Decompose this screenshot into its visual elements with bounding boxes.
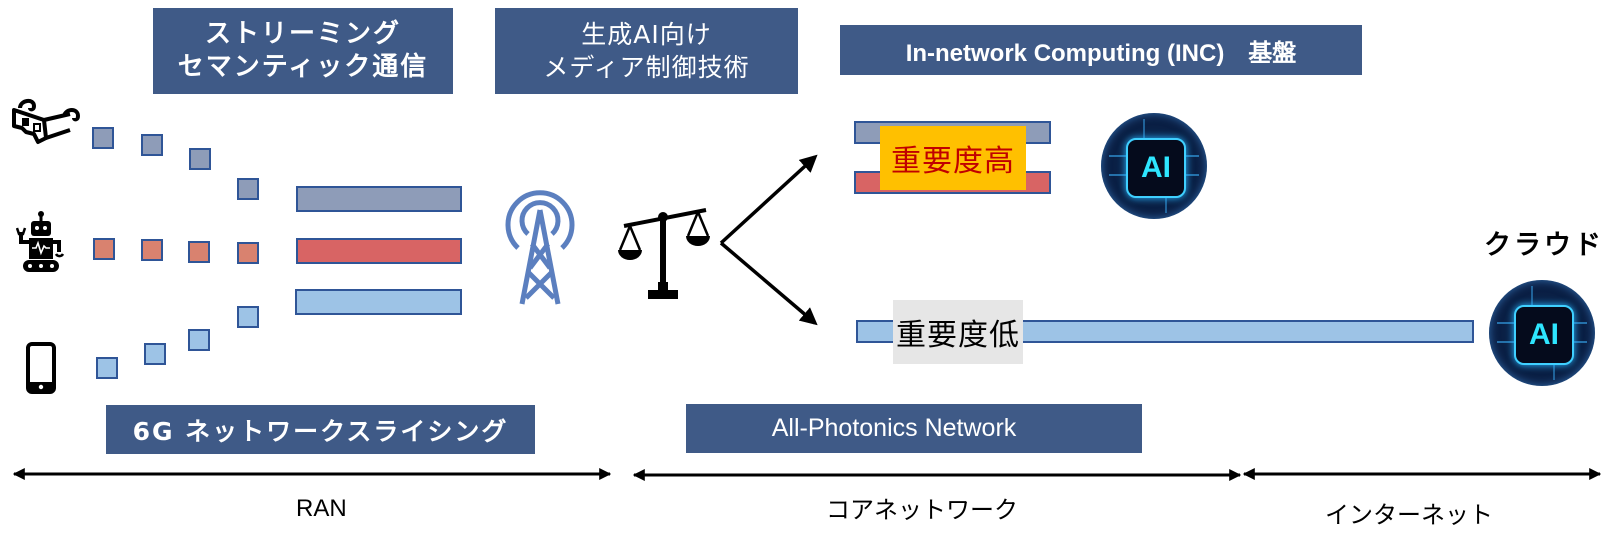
header-text: All-Photonics Network xyxy=(771,414,1017,442)
packet-blue xyxy=(237,306,259,328)
packet-red xyxy=(141,239,163,261)
cloud-ai-chip-icon: AI xyxy=(1489,280,1595,386)
packet-blue xyxy=(96,357,118,379)
high-priority-text: 重要度高 xyxy=(891,144,1015,179)
branch-arrows xyxy=(719,154,818,326)
header-generative-ai-media-control: 生成AI向け メディア制御技術 xyxy=(495,8,798,94)
cloud-label: クラウド xyxy=(1484,230,1604,261)
packet-gray xyxy=(237,178,259,200)
segment-label-ran: RAN xyxy=(296,495,347,522)
ai-chip-text: AI xyxy=(1140,150,1171,184)
ai-chip-text: AI xyxy=(1528,317,1559,351)
packet-red xyxy=(188,241,210,263)
packet-red xyxy=(237,242,259,264)
header-all-photonics-network: All-Photonics Network xyxy=(686,404,1142,453)
smartphone-icon xyxy=(26,342,56,394)
low-priority-label: 重要度低 xyxy=(893,300,1023,364)
high-priority-label: 重要度高 xyxy=(880,126,1026,190)
segment-label-core: コアネットワーク xyxy=(826,496,1018,524)
segment-label-internet: インターネット xyxy=(1325,501,1493,529)
header-text: In-network Computing (INC) 基盤 xyxy=(905,39,1297,67)
inc-ai-chip-icon: AI xyxy=(1101,113,1207,219)
slice-bar-blue xyxy=(295,289,462,315)
header-line-2: メディア制御技術 xyxy=(543,53,750,82)
header-text: 6G ネットワークスライシング xyxy=(132,416,509,446)
header-6g-network-slicing: 6G ネットワークスライシング xyxy=(106,405,535,454)
packet-gray xyxy=(189,148,211,170)
arrow-to-low-priority xyxy=(719,241,818,326)
header-line-2: セマンティック通信 xyxy=(177,52,429,82)
header-inc-platform: In-network Computing (INC) 基盤 xyxy=(840,25,1362,75)
cell-tower-icon xyxy=(505,190,575,305)
3d-glasses-icon xyxy=(12,99,80,144)
slice-bar-red xyxy=(296,238,462,264)
packet-gray xyxy=(141,134,163,156)
packet-red xyxy=(93,238,115,260)
header-line-1: 生成AI向け xyxy=(581,20,712,49)
packet-blue xyxy=(144,343,166,365)
low-priority-text: 重要度低 xyxy=(896,318,1020,353)
header-streaming-semantic-communication: ストリーミング セマンティック通信 xyxy=(153,8,453,94)
slice-bar-gray xyxy=(296,186,462,212)
packet-gray xyxy=(92,127,114,149)
packet-blue xyxy=(188,329,210,351)
balance-scale-icon xyxy=(618,208,710,299)
header-line-1: ストリーミング xyxy=(204,19,401,49)
segment-arrows xyxy=(12,468,1602,481)
robot-icon xyxy=(16,211,65,272)
arrow-to-high-priority xyxy=(719,154,818,245)
